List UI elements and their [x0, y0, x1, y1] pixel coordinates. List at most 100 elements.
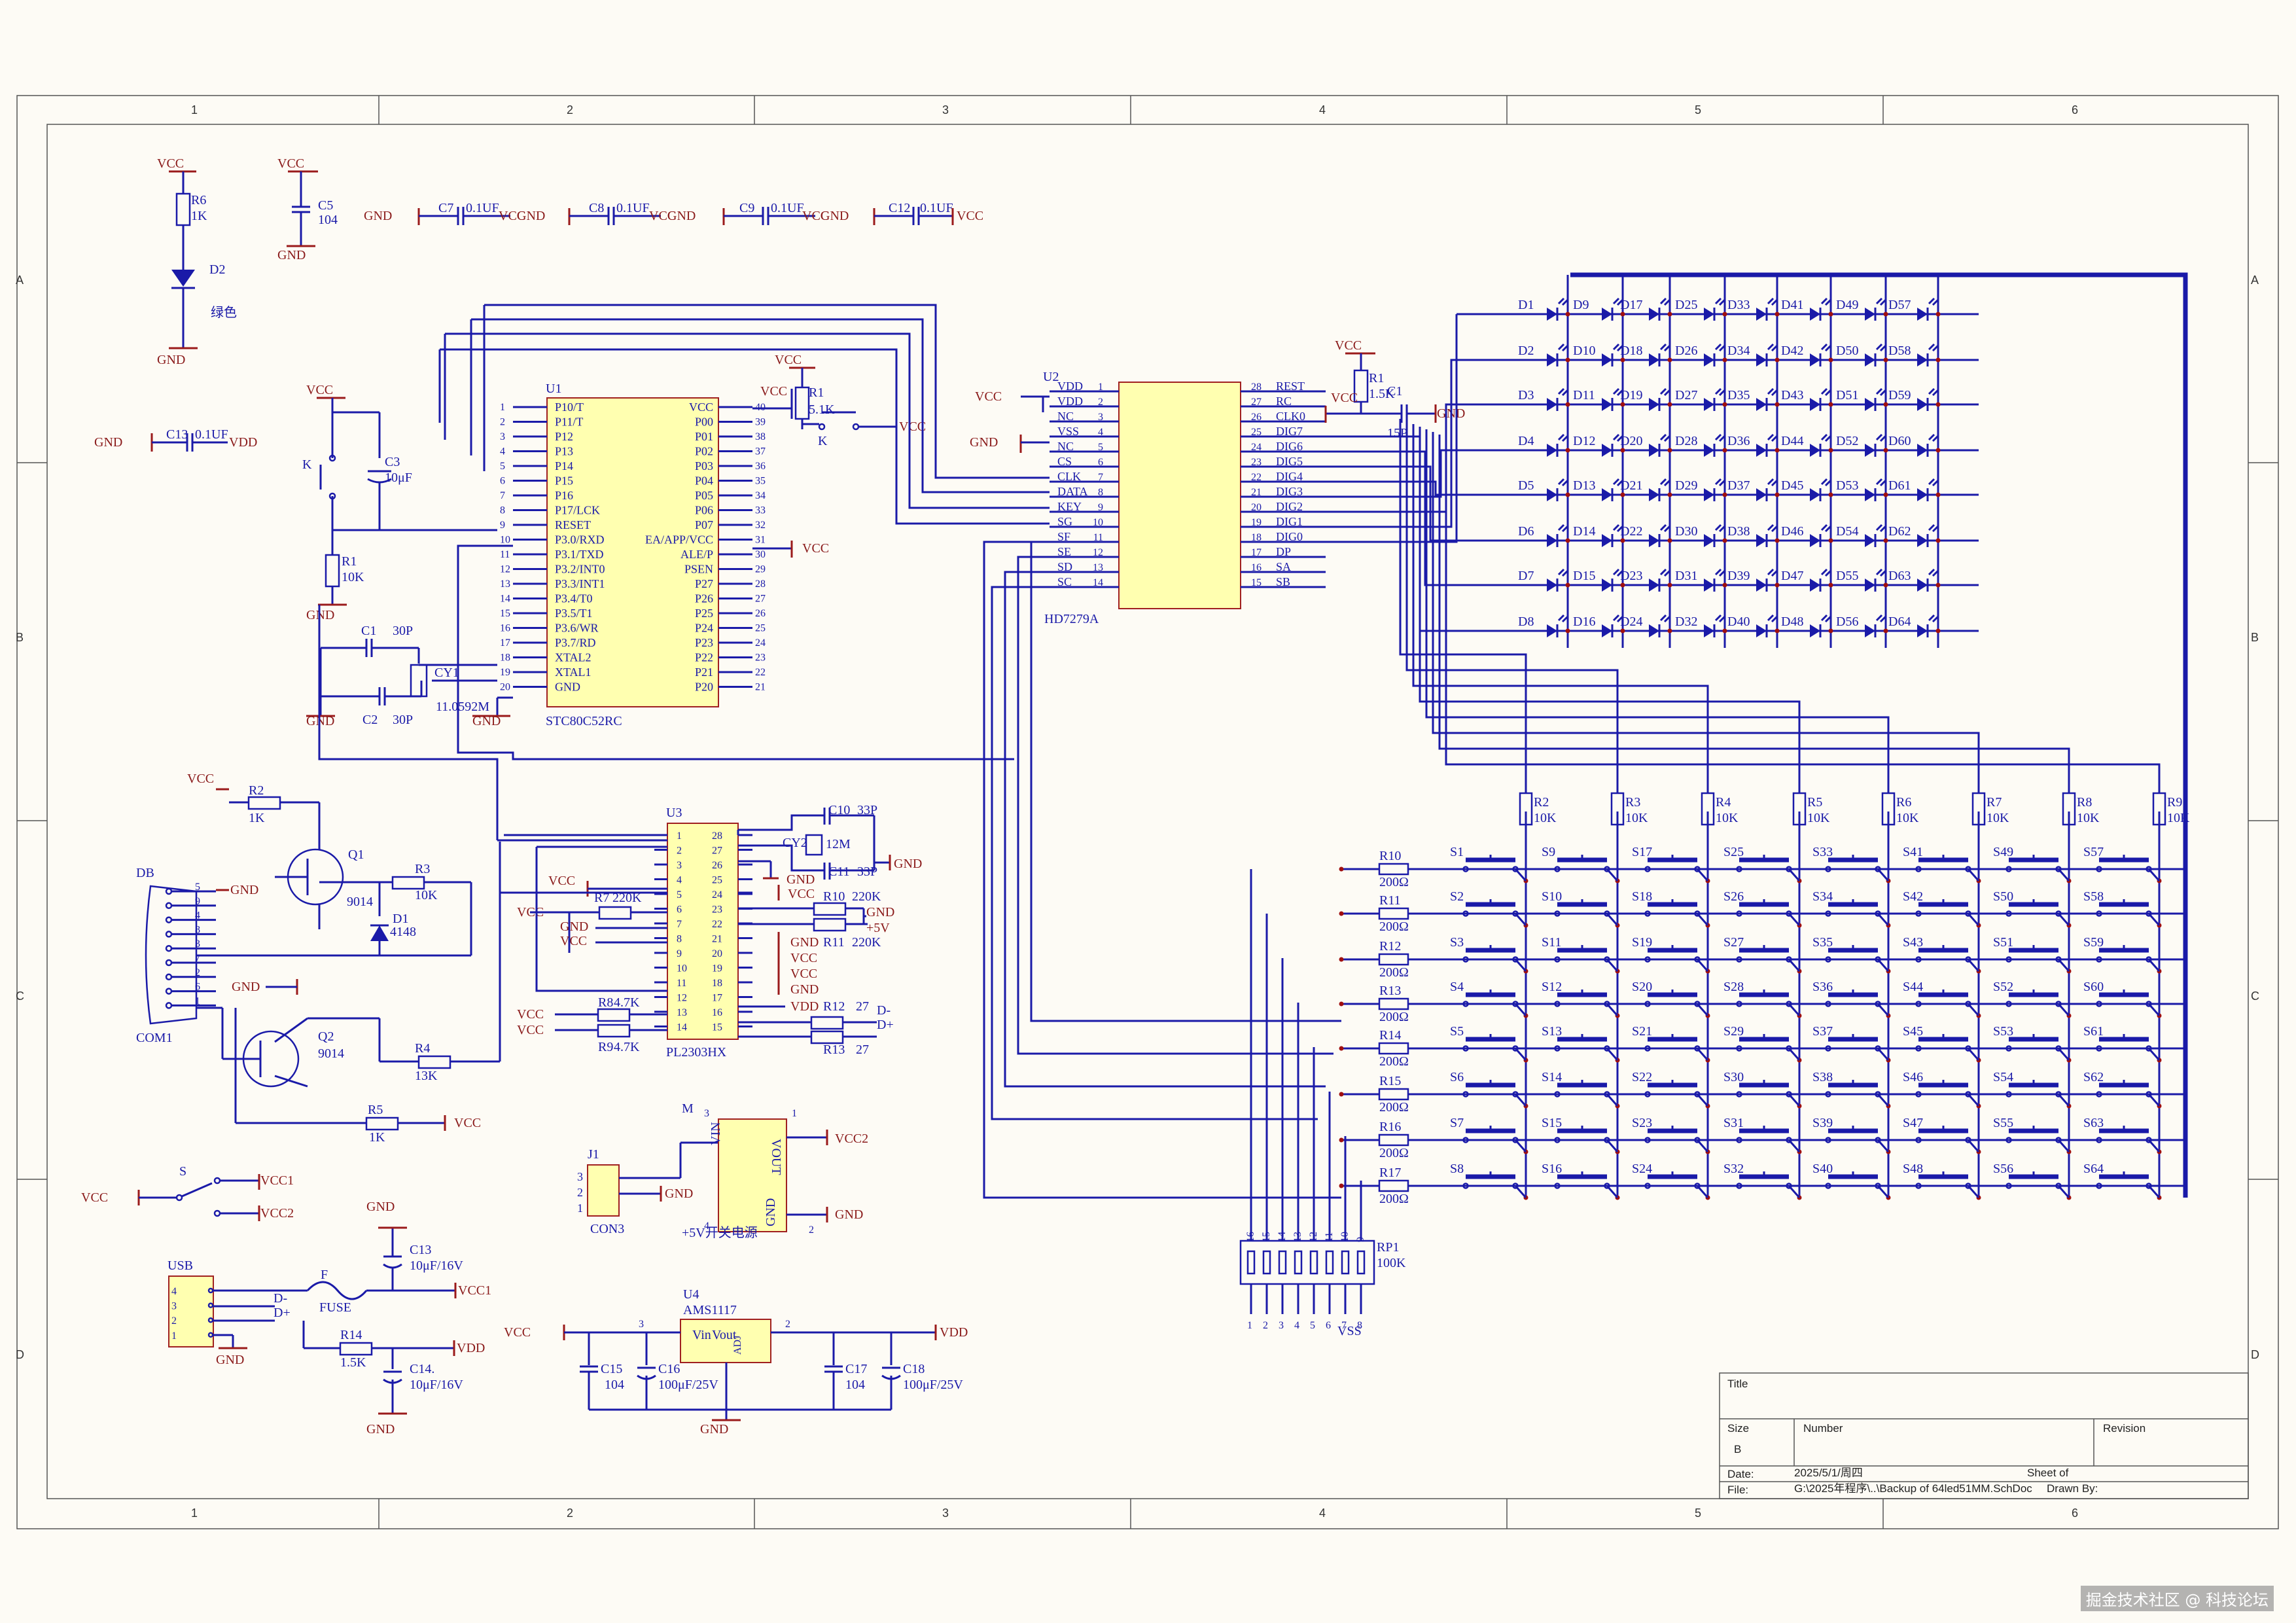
u2-pin-name: CLK0	[1276, 410, 1305, 423]
row-resistor-value: 200Ω	[1379, 1192, 1409, 1206]
key-ref: S29	[1723, 1024, 1744, 1039]
svg-text:1.5K: 1.5K	[340, 1355, 366, 1370]
led-ref: D16	[1573, 615, 1595, 629]
u3-pin-number: 26	[712, 860, 722, 871]
frame-row-marker: D	[16, 1348, 24, 1361]
svg-text:R12: R12	[823, 999, 845, 1014]
rp1-pin-number: 5	[1310, 1320, 1315, 1331]
led-ref: D64	[1888, 615, 1911, 629]
u3-pin-number: 1	[677, 830, 682, 842]
key-ref: S18	[1632, 889, 1652, 904]
svg-text:3: 3	[639, 1319, 644, 1330]
led-ref: D42	[1781, 344, 1803, 358]
key-ref: S19	[1632, 935, 1652, 950]
col-resistor-value: 10K	[2167, 811, 2190, 825]
svg-text:GND: GND	[835, 1207, 863, 1222]
row-resistor-ref: R10	[1379, 849, 1401, 863]
d2-ref: D2	[209, 262, 225, 277]
led-ref: D46	[1781, 524, 1803, 539]
col-resistor-value: 10K	[1987, 811, 2009, 825]
led-ref: D50	[1836, 344, 1858, 358]
svg-text:C9: C9	[739, 201, 754, 215]
u1-pin-name: RESET	[555, 518, 591, 531]
svg-text:C14.: C14.	[410, 1362, 434, 1376]
key-ref: S21	[1632, 1024, 1652, 1039]
u3-pin-number: 9	[677, 948, 682, 959]
u3-pin-number: 24	[712, 889, 722, 901]
svg-text:VCC1: VCC1	[458, 1283, 491, 1298]
u2-pin-name: VDD	[1057, 380, 1083, 393]
svg-text:1: 1	[577, 1202, 583, 1215]
svg-text:R1: R1	[809, 385, 824, 400]
svg-text:220K: 220K	[852, 889, 881, 904]
svg-text:C7: C7	[438, 201, 453, 215]
rp1-pin-number: 11	[1324, 1232, 1335, 1242]
row-resistor-ref: R16	[1379, 1120, 1401, 1134]
key-ref: S3	[1450, 935, 1464, 950]
svg-text:R13: R13	[823, 1043, 845, 1057]
db9-pin-number: 7	[195, 953, 200, 964]
key-ref: S61	[2083, 1024, 2104, 1039]
svg-text:R3: R3	[415, 862, 430, 876]
u1-pin-number: 31	[755, 535, 766, 546]
frame-row-marker: C	[16, 990, 24, 1003]
led-ref: D12	[1573, 434, 1595, 448]
u1-pin-name: P13	[555, 445, 573, 458]
u2-pin-number: 14	[1093, 577, 1103, 588]
db9-pin-number: 9	[195, 896, 200, 907]
u2-pin-number: 11	[1093, 532, 1103, 543]
u1-pin-name: P3.2/INT0	[555, 563, 605, 576]
u1-pin-name: GND	[555, 681, 580, 694]
key-ref: S35	[1812, 935, 1833, 950]
key-ref: S1	[1450, 845, 1464, 859]
svg-text:R7: R7	[594, 891, 609, 905]
svg-text:VCC: VCC	[1335, 338, 1362, 353]
u1-pin-number: 38	[755, 431, 766, 442]
svg-text:USB: USB	[168, 1258, 193, 1273]
col-resistor-ref: R5	[1807, 795, 1822, 810]
svg-text:0.1UF: 0.1UF	[195, 427, 228, 442]
svg-text:C18: C18	[903, 1362, 925, 1376]
led-ref: D40	[1727, 615, 1750, 629]
svg-text:1.5K: 1.5K	[1369, 387, 1395, 401]
u1-pin-number: 17	[500, 637, 510, 649]
svg-text:GND: GND	[894, 857, 922, 871]
key-ref: S63	[2083, 1116, 2104, 1130]
svg-text:GND: GND	[665, 1186, 693, 1201]
key-ref: S11	[1542, 935, 1561, 950]
row-resistor-value: 200Ω	[1379, 1054, 1409, 1069]
svg-text:C15: C15	[601, 1362, 622, 1376]
u2-display-driver: U2 HD7279A 1VDD2VDD3NC4VSS5NC6CS7CLK8DAT…	[970, 338, 1465, 626]
u3-pin-number: 6	[677, 904, 682, 916]
u3-pin-number: 2	[677, 846, 682, 857]
svg-text:VCC: VCC	[975, 389, 1002, 404]
svg-text:D1: D1	[393, 912, 408, 926]
svg-text:GND: GND	[700, 1422, 728, 1436]
svg-text:VOUT: VOUT	[769, 1139, 783, 1175]
u2-pin-name: VDD	[1057, 395, 1083, 408]
svg-text:104: 104	[318, 213, 338, 227]
u1-pin-name: P24	[695, 622, 713, 635]
led-ref: D37	[1727, 478, 1750, 493]
key-ref: S4	[1450, 980, 1464, 994]
key-ref: S5	[1450, 1024, 1464, 1039]
row-resistor-ref: R12	[1379, 939, 1401, 954]
key-ref: S2	[1450, 889, 1464, 904]
row-resistor-value: 200Ω	[1379, 965, 1409, 980]
u1-pin-number: 20	[500, 682, 510, 693]
vcc-label: VCC	[157, 156, 184, 171]
u1-pin-name: XTAL1	[555, 666, 592, 679]
led-ref: D62	[1888, 524, 1911, 539]
u1-pin-name: P3.5/T1	[555, 607, 593, 620]
svg-text:C11: C11	[828, 865, 850, 879]
key-ref: S34	[1812, 889, 1833, 904]
u1-pin-number: 23	[755, 652, 766, 664]
svg-text:4.7K: 4.7K	[614, 995, 640, 1010]
svg-text:R2: R2	[249, 783, 264, 798]
u1-pin-number: 12	[500, 564, 510, 575]
svg-text:3: 3	[704, 1108, 709, 1119]
